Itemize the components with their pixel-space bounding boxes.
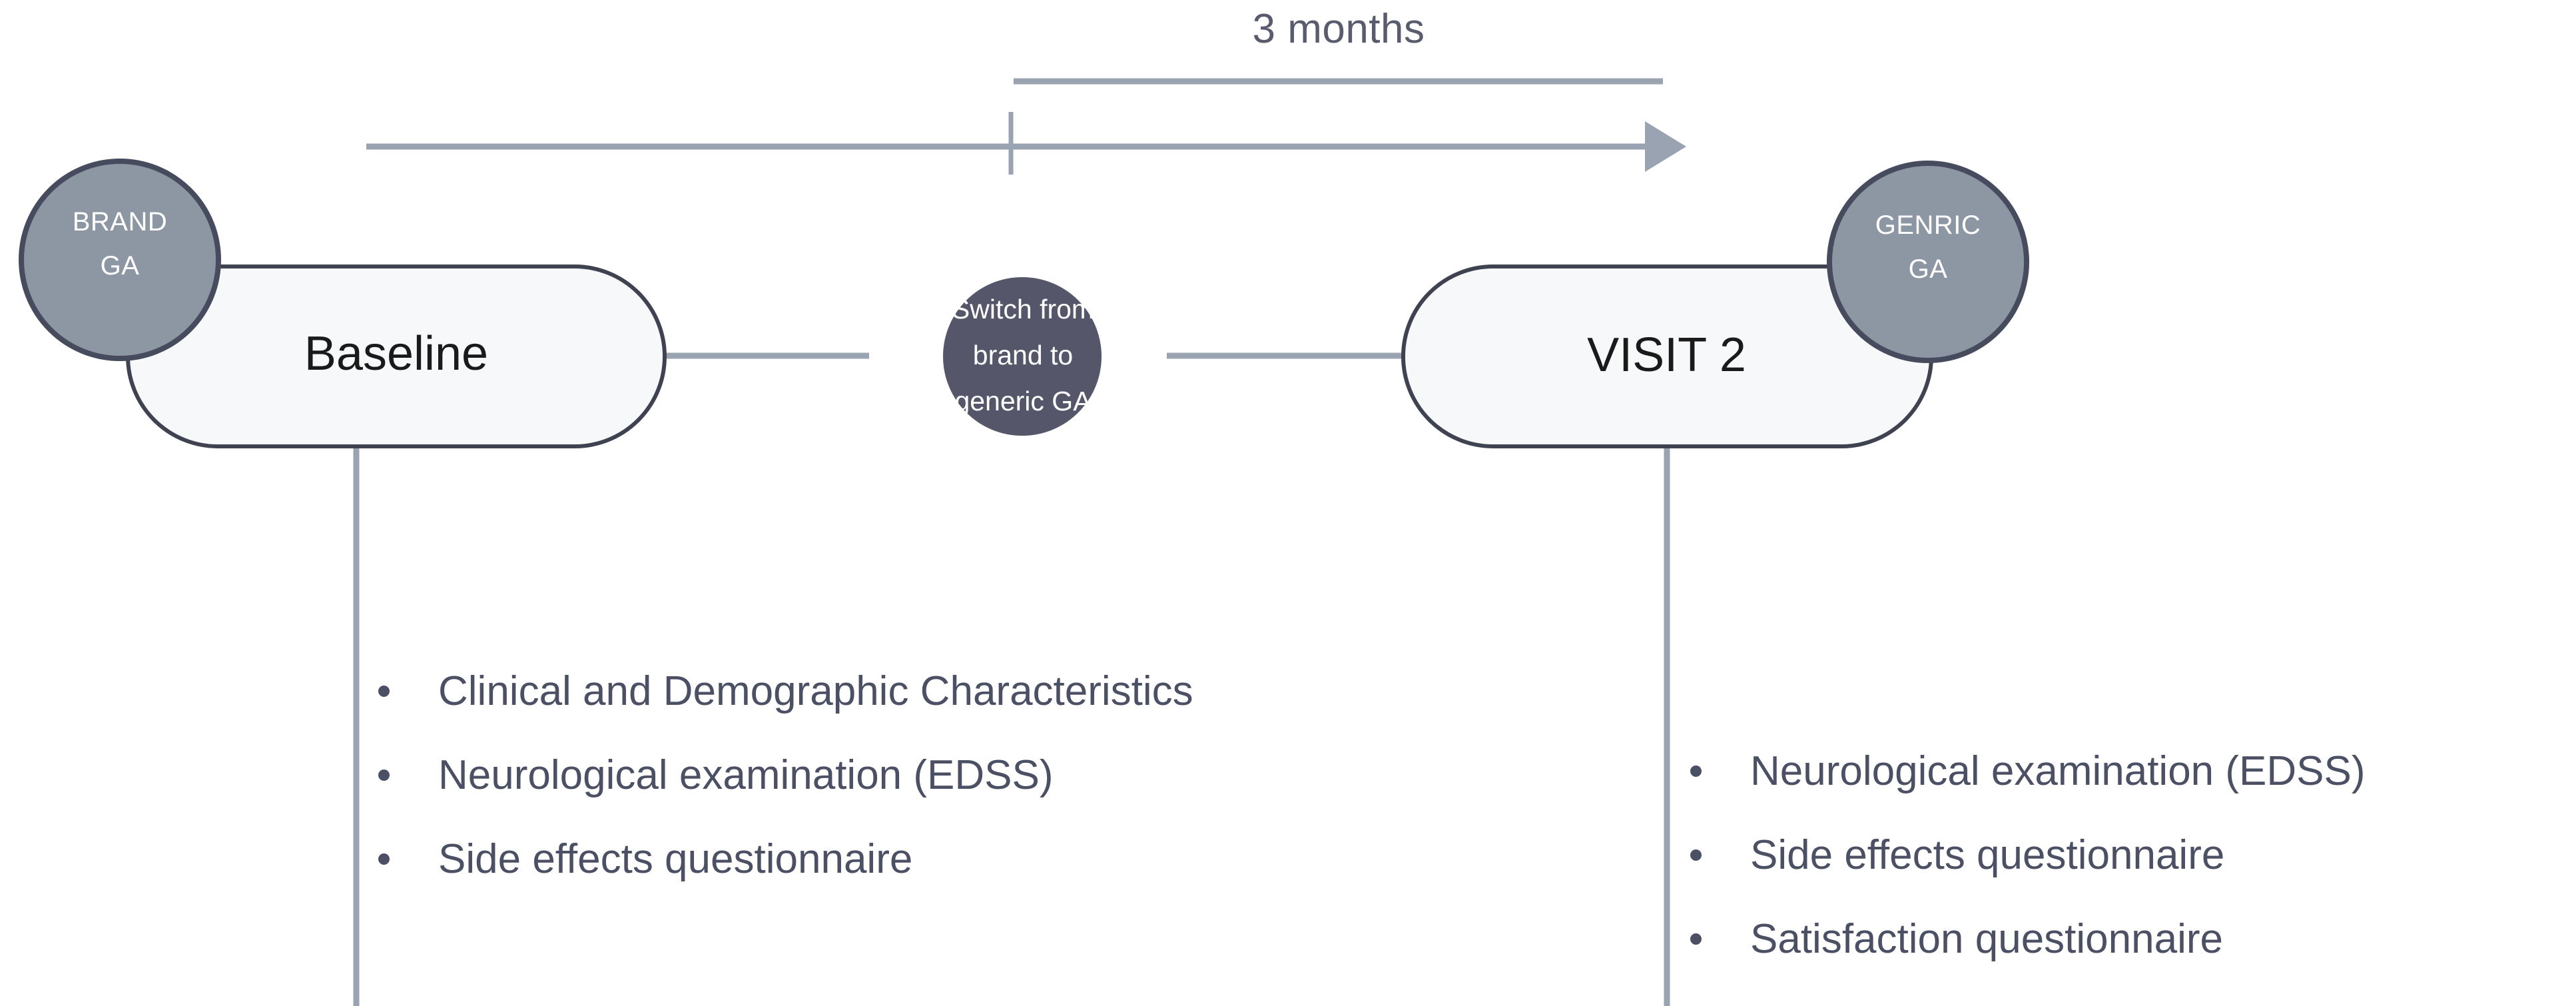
generic-ga-circle[interactable] [1827,161,2029,363]
switch-circle[interactable] [943,277,1102,436]
list-item: Side effects questionnaire [1678,813,2366,897]
list-item: Satisfaction questionnaire [1678,897,2366,981]
bullet-dot-icon [1690,849,1702,861]
switch-line1: Switch from [951,294,1095,324]
list-item-label: Neurological examination (EDSS) [438,752,1054,798]
switch-circle-label: Switch from brand to generic GA [919,286,1127,424]
list-item: Side effects questionnaire [366,817,1193,901]
brand-ga-circle[interactable] [19,159,221,361]
brand-ga-label: BRAND GA [20,200,220,288]
duration-label: 3 months [1252,6,1425,52]
bullet-dot-icon [378,853,390,865]
generic-ga-line1: GENRIC [1875,211,1981,240]
brand-ga-line2: GA [100,251,140,280]
visit2-label: VISIT 2 [1587,328,1746,382]
list-item-label: Neurological examination (EDSS) [1750,748,2366,794]
list-item-label: Satisfaction questionnaire [1750,916,2224,962]
bullet-dot-icon [378,769,390,781]
bullet-dot-icon [378,686,390,697]
generic-ga-line2: GA [1908,254,1948,284]
switch-line3: generic GA [954,386,1092,416]
list-item: Neurological examination (EDSS) [1678,730,2366,813]
generic-ga-label: GENRIC GA [1828,203,2028,291]
bullet-dot-icon [1690,765,1702,777]
baseline-assessment-list: Clinical and Demographic Characteristics… [366,650,1193,901]
list-item-label: Clinical and Demographic Characteristics [438,668,1193,714]
timeline-arrow-head [1645,121,1686,172]
switch-line2: brand to [972,340,1074,370]
visit2-assessment-list: Neurological examination (EDSS) Side eff… [1678,730,2366,981]
baseline-label: Baseline [304,327,489,380]
bullet-dot-icon [1690,933,1702,945]
list-item: Neurological examination (EDSS) [366,734,1193,817]
list-item-label: Side effects questionnaire [438,836,913,882]
list-item-label: Side effects questionnaire [1750,832,2225,878]
brand-ga-line1: BRAND [72,207,168,237]
list-item: Clinical and Demographic Characteristics [366,650,1193,734]
